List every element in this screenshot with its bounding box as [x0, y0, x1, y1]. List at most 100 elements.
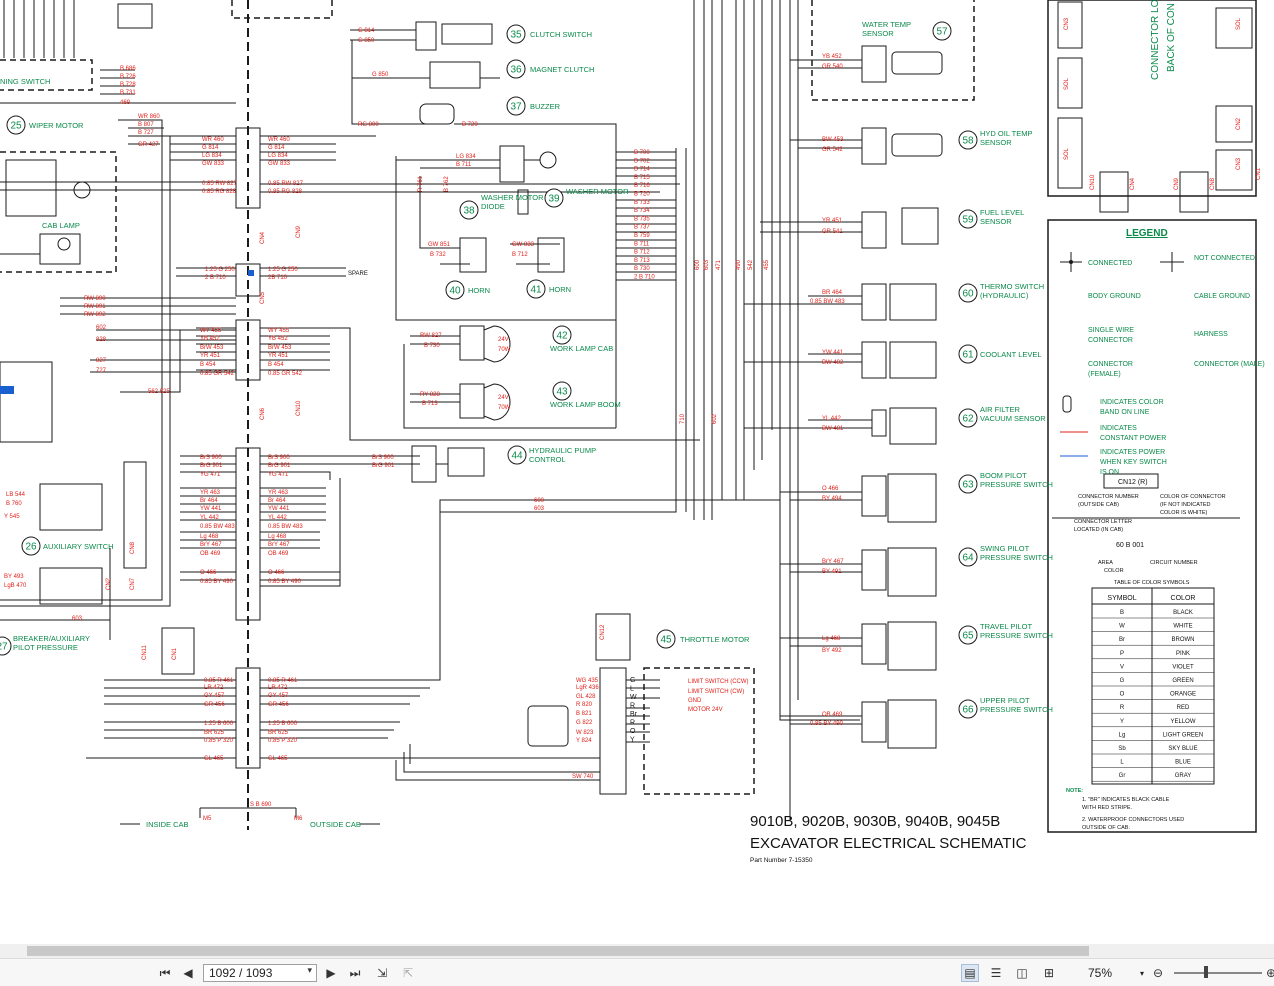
single-page-view-icon[interactable]: ▤: [961, 964, 979, 982]
two-page-view-icon[interactable]: ◫: [1016, 966, 1028, 980]
table-row-color: SKY BLUE: [1168, 746, 1197, 752]
component-name: WIPER MOTOR: [29, 121, 84, 130]
horizontal-scroll-thumb[interactable]: [27, 946, 1089, 956]
wire-label: 603: [704, 259, 710, 270]
fit-page-icon[interactable]: ⇲: [376, 966, 388, 980]
wire-label: 0.85 R 461: [204, 678, 234, 684]
component-number: 36: [510, 65, 522, 76]
wire-label: GR 427: [138, 142, 159, 148]
component-name: MAGNET CLUTCH: [530, 65, 594, 74]
wire-label: GL 465: [268, 756, 288, 762]
wire-label: B 730: [424, 343, 440, 349]
component-number-circle: [958, 344, 978, 364]
wire-label: B 711: [634, 241, 650, 247]
component-number-circle: [552, 381, 572, 401]
page-number-select[interactable]: 1092 / 1093 ▾: [203, 964, 317, 982]
wire-label: WG 435: [576, 678, 599, 684]
wire-label: GR 456: [204, 702, 225, 708]
component-number-circle: [544, 188, 564, 208]
zoom-slider-handle[interactable]: [1204, 966, 1208, 978]
wire-label: YW 441: [268, 506, 290, 512]
table-row-symbol: Gr: [1119, 773, 1126, 779]
component-36: 36 MAGNET CLUTCH: [506, 59, 594, 79]
wire-label: B 821: [576, 711, 592, 717]
last-page-icon[interactable]: ⏭: [349, 965, 361, 980]
chevron-down-icon: ▾: [307, 966, 312, 976]
first-page-icon[interactable]: ⏮: [159, 965, 171, 980]
wire-label: WY 455: [200, 328, 222, 334]
wire-label: 0.85 GR 542: [200, 371, 235, 377]
component-number: 26: [25, 542, 37, 553]
wire-label: GR 456: [268, 702, 289, 708]
wire-label: 600: [695, 259, 701, 270]
wire-label: LG 834: [268, 153, 288, 159]
component-number: 60: [962, 289, 974, 300]
table-row-color: GREEN: [1172, 678, 1193, 684]
wire-label: 70W: [498, 347, 511, 353]
component-number: 43: [556, 387, 568, 398]
fit-width-icon[interactable]: ⇱: [402, 966, 414, 980]
legend-item: CABLE GROUND: [1194, 293, 1250, 300]
legend-item: CONNECTED: [1088, 260, 1132, 267]
wire-label: WR 460: [202, 137, 224, 143]
wire-label: GY 457: [268, 693, 289, 699]
wire-label: 710: [680, 413, 686, 424]
wire-label: B 700: [634, 150, 650, 156]
wire-label: 0.85 BY 490: [200, 579, 234, 585]
table-row-color: PINK: [1176, 651, 1190, 657]
legend-item: NOT CONNECTED: [1194, 255, 1255, 262]
zoom-select[interactable]: 75% ▾: [1088, 965, 1148, 981]
wire-label: B 713: [422, 401, 438, 407]
wire-label: B 686: [120, 66, 136, 72]
wire-label: RY 828: [420, 392, 440, 398]
wire-label: YL 442: [268, 515, 287, 521]
wire-label: CN11: [142, 644, 148, 660]
wire-label: CN7: [130, 577, 136, 590]
table-row-symbol: G: [1120, 678, 1125, 684]
wire-label: 0.85 BY 490: [268, 579, 302, 585]
continuous-view-icon[interactable]: ☰: [990, 966, 1002, 980]
previous-page-icon[interactable]: ◀: [183, 966, 193, 980]
component-number-circle: [445, 280, 465, 300]
zoom-slider[interactable]: [1174, 972, 1262, 974]
wire-label: B 720: [462, 122, 478, 128]
zoom-out-icon[interactable]: ⊖: [1152, 966, 1164, 980]
component-number: 62: [962, 414, 974, 425]
table-title: TABLE OF COLOR SYMBOLS: [1114, 580, 1190, 586]
table-row-symbol: Y: [1120, 719, 1124, 725]
wire-label: CN1: [172, 647, 178, 660]
wire-label: O: [630, 728, 636, 735]
wire-label: CN4: [1130, 177, 1136, 190]
component-number: 61: [962, 350, 974, 361]
horizontal-scrollbar[interactable]: [0, 944, 1274, 958]
component-name: BUZZER: [530, 102, 561, 111]
wire-label: B 702: [634, 158, 650, 164]
component-number-circle: [507, 445, 527, 465]
wire-label: LgR 436: [576, 685, 599, 691]
wire-label: 542: [748, 259, 754, 270]
component-number-circle: [958, 699, 978, 719]
two-page-continuous-view-icon[interactable]: ⊞: [1043, 966, 1055, 980]
wire-label: GR 542: [822, 147, 843, 153]
cab-lamp-label: CAB LAMP: [42, 221, 80, 230]
zoom-in-icon[interactable]: ⊕: [1265, 966, 1274, 980]
component-number: 63: [962, 480, 974, 491]
wire-label: 0.85 RG 828: [268, 189, 303, 195]
next-page-icon[interactable]: ▶: [326, 966, 336, 980]
table-row-symbol: B: [1120, 610, 1124, 616]
component-number-circle: [958, 209, 978, 229]
wire-label: 0.85 BW 483: [268, 524, 303, 530]
wire-label: B 716: [634, 183, 650, 189]
component-number-circle: [656, 629, 676, 649]
